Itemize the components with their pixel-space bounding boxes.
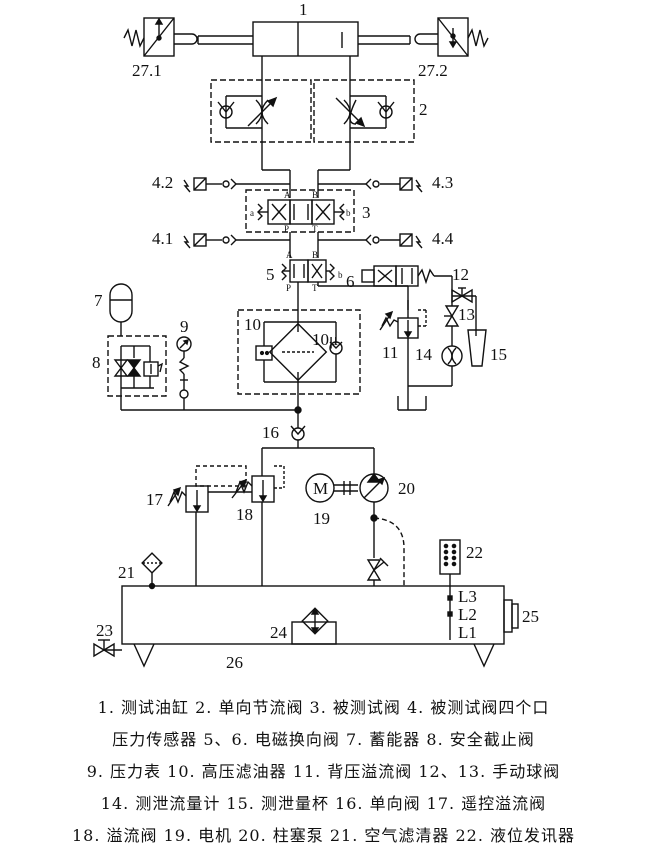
label-18: 18 xyxy=(236,505,253,524)
label-14: 14 xyxy=(415,345,433,364)
svg-text:b: b xyxy=(346,208,351,218)
heat-exchanger-24 xyxy=(291,607,337,645)
relief-valve-18 xyxy=(231,465,285,586)
caption-line-2: 压力传感器 5、6. 电磁换向阀 7. 蓄能器 8. 安全截止阀 xyxy=(112,730,535,749)
sight-glass-25 xyxy=(503,599,519,633)
suction-ball-valve xyxy=(366,557,389,586)
safety-shutoff-valve-8 xyxy=(107,335,167,410)
label-1: 1 xyxy=(299,0,308,19)
label-26: 26 xyxy=(226,653,243,672)
svg-text:B: B xyxy=(312,250,318,260)
label-24: 24 xyxy=(270,623,288,642)
remote-relief-valve-17 xyxy=(167,465,252,586)
svg-text:a: a xyxy=(250,208,254,218)
label-2: 2 xyxy=(419,100,428,119)
label-5: 5 xyxy=(266,265,275,284)
ball-valve-12 xyxy=(451,276,477,330)
label-11: 11 xyxy=(382,343,398,362)
svg-text:T: T xyxy=(312,224,318,234)
svg-text:4.3: 4.3 xyxy=(432,173,453,192)
label-21: 21 xyxy=(118,563,135,582)
label-19: 19 xyxy=(313,509,330,528)
svg-text:4.4: 4.4 xyxy=(432,229,454,248)
one-way-throttle-valve-right xyxy=(313,79,415,143)
oil-reservoir-26 xyxy=(121,585,505,668)
svg-text:A: A xyxy=(286,250,293,260)
svg-text:B: B xyxy=(312,190,318,200)
label-10-micron: 10μ xyxy=(312,330,338,349)
measuring-cup-15 xyxy=(467,329,487,367)
svg-text:4.1: 4.1 xyxy=(152,229,173,248)
svg-text:b: b xyxy=(338,270,343,280)
label-9: 9 xyxy=(180,317,189,336)
drain-tank-symbol xyxy=(397,396,427,411)
label-7: 7 xyxy=(94,291,103,310)
one-way-throttle-valve-left xyxy=(210,79,312,143)
hydraulic-schematic: 1 27.1 27.2 xyxy=(92,0,539,672)
label-8: 8 xyxy=(92,353,101,372)
svg-text:4.2: 4.2 xyxy=(152,173,173,192)
solenoid-valve-5: A B P T b xyxy=(281,250,343,293)
label-13: 13 xyxy=(458,305,475,324)
label-27-1: 27.1 xyxy=(132,61,162,80)
label-17: 17 xyxy=(146,490,164,509)
pressure-sensor-4-1: 4.1 xyxy=(152,229,290,249)
svg-text:P: P xyxy=(286,283,291,293)
caption-line-5: 18. 溢流阀 19. 电机 20. 柱塞泵 21. 空气滤清器 22. 液位发… xyxy=(71,826,575,845)
label-16: 16 xyxy=(262,423,279,442)
position-sensor-27-2 xyxy=(414,17,489,57)
ball-valve-13 xyxy=(444,296,460,346)
drain-valve-23 xyxy=(93,639,122,658)
caption-line-1: 1. 测试油缸 2. 单向节流阀 3. 被测试阀 4. 被测试阀四个口 xyxy=(97,698,550,717)
level-L3: L3 xyxy=(458,587,477,606)
accumulator-7 xyxy=(109,283,133,336)
leakage-flowmeter-14 xyxy=(408,345,463,387)
level-L1: L1 xyxy=(458,623,477,642)
air-breather-21 xyxy=(141,552,163,590)
position-sensor-27-1 xyxy=(123,17,198,57)
pressure-sensor-4-3: 4.3 xyxy=(318,173,453,193)
pressure-sensor-4-4: 4.4 xyxy=(318,229,454,249)
svg-text:A: A xyxy=(284,190,291,200)
level-L2: L2 xyxy=(458,605,477,624)
plunger-pump-20 xyxy=(359,472,405,586)
pressure-sensor-4-2: 4.2 xyxy=(152,173,290,193)
test-cylinder xyxy=(197,21,411,57)
label-6: 6 xyxy=(346,272,355,291)
pressure-gauge-9 xyxy=(176,336,192,410)
label-25: 25 xyxy=(522,607,539,626)
svg-text:M: M xyxy=(313,479,328,498)
check-valve-16 xyxy=(290,425,306,448)
label-20: 20 xyxy=(398,479,415,498)
label-22: 22 xyxy=(466,543,483,562)
electric-motor-19: M xyxy=(305,473,358,503)
label-3: 3 xyxy=(362,203,371,222)
back-pressure-relief-valve-11 xyxy=(379,300,427,410)
caption-line-4: 14. 测泄流量计 15. 测泄量杯 16. 单向阀 17. 遥控溢流阀 xyxy=(100,794,547,813)
high-pressure-filter-10 xyxy=(237,309,361,395)
label-10: 10 xyxy=(244,315,261,334)
level-transmitter-22 xyxy=(439,539,461,640)
valve-under-test-3: A B P T a b xyxy=(245,189,355,234)
solenoid-valve-6 xyxy=(361,265,435,287)
svg-text:P: P xyxy=(284,224,289,234)
label-15: 15 xyxy=(490,345,507,364)
caption-line-3: 9. 压力表 10. 高压滤油器 11. 背压溢流阀 12、13. 手动球阀 xyxy=(86,762,561,781)
svg-text:T: T xyxy=(312,283,318,293)
label-27-2: 27.2 xyxy=(418,61,448,80)
label-12: 12 xyxy=(452,265,469,284)
label-23: 23 xyxy=(96,621,113,640)
